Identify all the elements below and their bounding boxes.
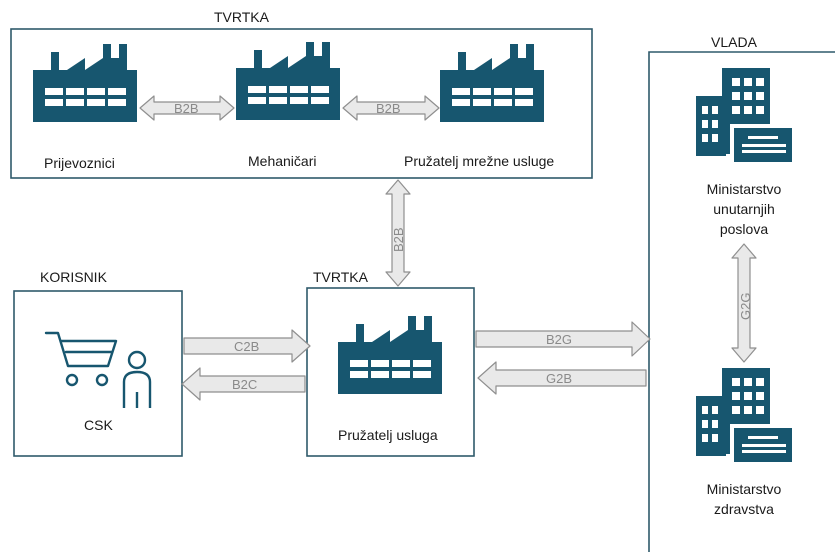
- group-label-user: KORISNIK: [40, 269, 108, 285]
- factory-icon: [236, 42, 340, 120]
- arrow-label-b2g: B2G: [546, 332, 572, 347]
- arrow-b2c: [181, 367, 306, 401]
- group-label-government: VLADA: [711, 34, 758, 50]
- arrow-g2b: [477, 361, 647, 395]
- node-service-provider: Pružatelj usluga: [338, 427, 438, 443]
- arrow-label-g2g: G2G: [738, 293, 753, 320]
- government-box: [648, 51, 835, 552]
- arrow-label-b2c: B2C: [232, 377, 257, 392]
- government-building-icon: [696, 368, 796, 464]
- node-ministry-health-1: Ministarstvo: [707, 481, 782, 497]
- arrow-mechanics-network: [342, 95, 440, 121]
- factory-icon: [440, 44, 544, 122]
- node-ministry-interior-3: poslova: [720, 221, 768, 237]
- node-carriers: Prijevoznici: [44, 155, 115, 171]
- node-ministry-interior-1: Ministarstvo: [707, 181, 782, 197]
- person-icon: [122, 350, 152, 408]
- node-ministry-interior-2: unutarnjih: [713, 201, 775, 217]
- arrow-carriers-mechanics: [139, 95, 235, 121]
- group-label-top-company: TVRTKA: [214, 9, 270, 25]
- arrow-label-b2b-3: B2B: [391, 227, 406, 252]
- arrow-top-to-mid: [385, 179, 411, 287]
- arrow-label-b2b-2: B2B: [376, 101, 401, 116]
- government-building-icon: [696, 68, 796, 164]
- node-customer: CSK: [84, 417, 113, 433]
- arrow-label-c2b: C2B: [234, 339, 259, 354]
- arrow-g2g: [731, 243, 757, 363]
- group-label-mid-company: TVRTKA: [313, 269, 369, 285]
- top-company-box: [10, 28, 593, 179]
- factory-icon: [338, 316, 442, 394]
- arrow-b2g: [475, 321, 651, 357]
- node-mechanics: Mehaničari: [248, 153, 316, 169]
- user-box: [13, 290, 183, 457]
- mid-company-box: [306, 287, 475, 457]
- arrow-label-b2b-1: B2B: [174, 101, 199, 116]
- arrow-label-g2b: G2B: [546, 371, 572, 386]
- node-network-provider: Pružatelj mrežne usluge: [404, 153, 554, 169]
- node-ministry-health-2: zdravstva: [714, 501, 774, 517]
- shopping-cart-icon: [44, 331, 118, 387]
- factory-icon: [33, 44, 137, 122]
- arrow-c2b: [183, 329, 311, 363]
